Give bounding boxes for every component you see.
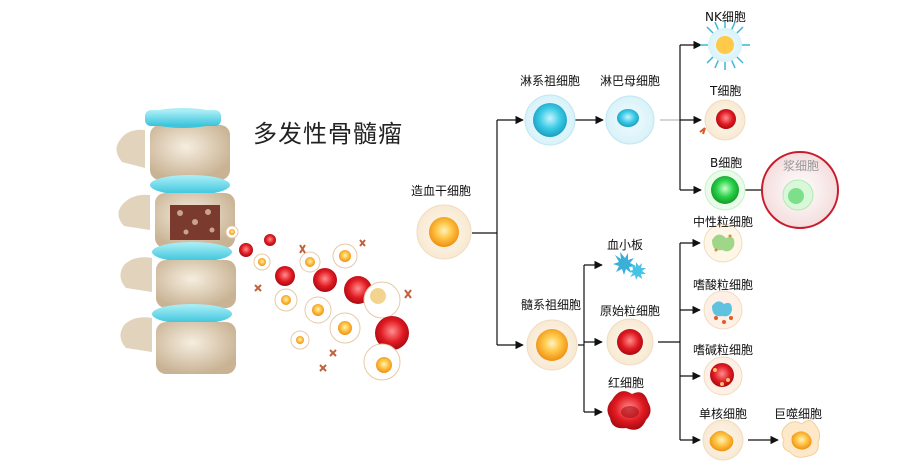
cell-b xyxy=(704,169,746,211)
cell-basophil xyxy=(703,356,743,396)
cell-plasma xyxy=(761,151,839,229)
cell-lymphoblast xyxy=(605,95,655,145)
cell-neutrophil xyxy=(703,223,743,263)
cell-myeloblast xyxy=(606,318,654,366)
cell-t xyxy=(699,99,746,141)
diagram-title: 多发性骨髓瘤 xyxy=(253,120,403,148)
label-lymphoblast: 淋巴母细胞 xyxy=(600,74,661,88)
cell-myeloid-progenitor xyxy=(526,319,578,371)
label-plasma: 浆细胞 xyxy=(783,159,820,173)
cell-macrophage xyxy=(781,420,821,458)
vertebra-1 xyxy=(116,108,230,180)
cell-stem xyxy=(416,204,472,260)
vertebra-4 xyxy=(120,304,236,374)
connector-lines xyxy=(472,40,779,445)
label-macrophage: 巨噬细胞 xyxy=(774,407,823,421)
cell-monocyte xyxy=(702,419,744,461)
label-b: B细胞 xyxy=(710,156,743,170)
label-basophil: 嗜碱粒细胞 xyxy=(693,343,754,357)
label-eosinophil: 嗜酸粒细胞 xyxy=(693,278,754,292)
label-neutrophil: 中性粒细胞 xyxy=(693,215,754,229)
cell-eosinophil xyxy=(703,290,743,330)
vertebra-3 xyxy=(120,242,236,308)
label-lymphoid-progenitor: 淋系祖细胞 xyxy=(520,74,581,88)
label-platelet: 血小板 xyxy=(607,238,644,252)
label-nk: NK细胞 xyxy=(705,10,746,24)
label-rbc: 红细胞 xyxy=(608,376,645,390)
cell-rbc xyxy=(607,391,651,430)
label-t: T细胞 xyxy=(710,84,742,98)
label-stem: 造血干细胞 xyxy=(411,184,472,198)
label-myeloid-progenitor: 髓系祖细胞 xyxy=(521,298,582,312)
cell-platelet xyxy=(613,252,646,280)
label-monocyte: 单核细胞 xyxy=(699,407,748,421)
vertebra-2-diseased xyxy=(118,175,235,248)
label-myeloblast: 原始粒细胞 xyxy=(600,304,661,318)
cell-lymphoid-progenitor xyxy=(524,94,576,146)
cell-nk xyxy=(700,20,750,70)
myeloma-cell-spray xyxy=(225,225,412,381)
spine-illustration xyxy=(116,108,412,381)
